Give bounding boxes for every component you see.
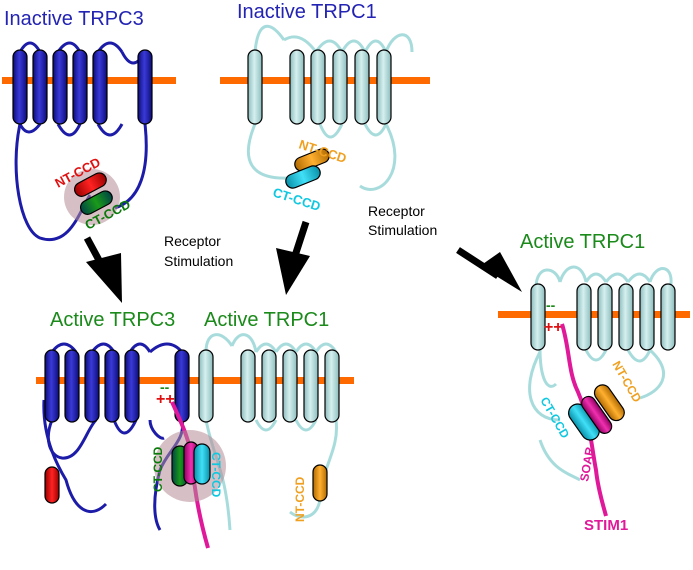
inactive-trpc1-group: Inactive TRPC1 NT-CCD CT-CCD	[220, 1, 430, 214]
membrane-active-heteromer	[36, 377, 354, 384]
active-trpc3-nt-tail	[42, 399, 108, 514]
trpc1-right-ct-tail	[528, 351, 561, 422]
nt-ccd-trpc1-free-cylinder	[312, 464, 328, 502]
positive-charge-right: ++	[544, 319, 563, 336]
label-stim1: STIM1	[584, 517, 628, 534]
label-nt-ccd-trpc1-free: NT-CCD	[293, 476, 307, 522]
nt-ccd-trpc1-right-cylinder	[593, 384, 625, 422]
label-ct-ccd-trpc3-active: CT-CCD	[151, 446, 165, 492]
active-trpc1-nt-tail	[289, 499, 322, 519]
active-trpc3-loops	[46, 342, 184, 460]
active-heteromer-group: Active TRPC3 Active TRPC1 --	[36, 309, 354, 549]
trpc3-tail-ct	[114, 123, 148, 210]
label-ct-ccd-trpc1-active: CT-CCD	[209, 452, 223, 498]
inactive-trpc3-group: Inactive TRPC3 NT-CCD CT-CCD	[2, 8, 176, 242]
title-inactive-trpc3: Inactive TRPC3	[4, 8, 144, 30]
ct-ccd-trpc1-active-cylinder	[193, 443, 211, 485]
trpc1-right-helices	[530, 283, 676, 351]
active-trpc1-stim1-group: Active TRPC1 -- ++ NT-CCD CT-CCD SOAR ST…	[498, 231, 690, 534]
trpc1-helices	[247, 49, 392, 125]
soar-right-cylinder	[581, 395, 613, 434]
positive-charge-heteromer: ++	[156, 391, 175, 408]
negative-charge-heteromer: --	[160, 379, 170, 395]
title-inactive-trpc1: Inactive TRPC1	[237, 1, 377, 23]
title-active-trpc1-right: Active TRPC1	[520, 231, 645, 253]
nt-ccd-trpc3-free-cylinder	[44, 466, 60, 504]
title-active-trpc1-left: Active TRPC1	[204, 309, 329, 331]
label-ct-ccd-trpc1-right: CT-CCD	[537, 395, 572, 442]
ct-ccd-trpc1-cylinder	[285, 165, 321, 189]
arrow-trpc1-stim1-activation	[456, 247, 522, 292]
nt-ccd-trpc3-cylinder	[73, 172, 107, 197]
trpc3-helices	[12, 49, 153, 125]
label-ct-ccd-trpc1: CT-CCD	[271, 185, 322, 214]
trpc3-loops	[18, 41, 147, 137]
arrow-trpc1-activation	[276, 220, 310, 295]
trpc1-loops	[246, 24, 414, 191]
active-trpc3-helices	[44, 349, 190, 423]
active-trpc1-loops	[204, 333, 339, 501]
trpc1-right-loops	[534, 265, 673, 400]
receptor-label-1-line2: Stimulation	[164, 253, 233, 269]
label-soar-right: SOAR	[577, 446, 597, 483]
membrane-trpc3-inactive	[2, 77, 176, 84]
arrow-trpc3-activation	[83, 236, 122, 303]
active-trpc1-helices	[198, 349, 340, 423]
receptor-label-2-line2: Stimulation	[368, 222, 437, 238]
trpc1-right-tail-bottom	[538, 439, 581, 482]
negative-charge-right: --	[546, 297, 556, 313]
receptor-label-2-line1: Receptor	[368, 203, 425, 219]
receptor-label-1-line1: Receptor	[164, 233, 221, 249]
title-active-trpc3: Active TRPC3	[50, 309, 175, 331]
membrane-trpc1-active	[498, 311, 690, 318]
ct-ccd-trpc3-cylinder	[79, 190, 113, 215]
